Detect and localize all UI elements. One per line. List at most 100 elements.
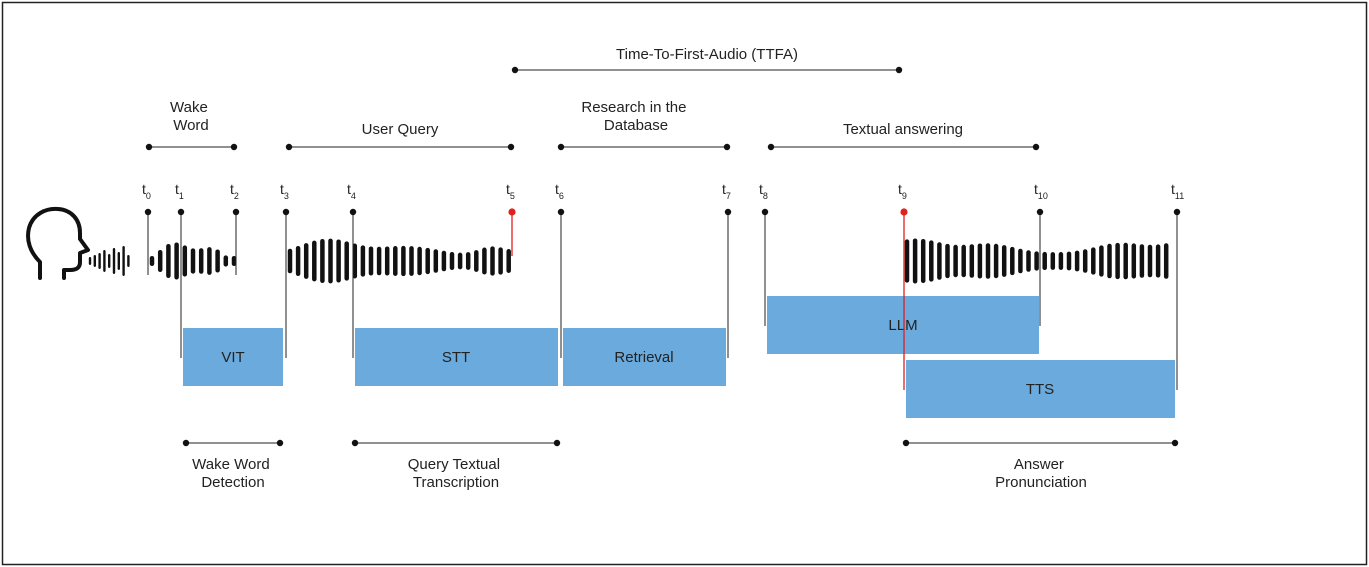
label-line: Wake Word — [192, 456, 270, 473]
tick-t1: t1 — [175, 181, 185, 358]
waveform-bar — [88, 257, 92, 265]
waveform-bar — [108, 254, 111, 268]
tick-subscript: 8 — [763, 191, 768, 201]
waveform-bar — [977, 243, 983, 279]
waveform-bar — [474, 250, 479, 272]
waveform-bar — [506, 249, 511, 273]
bottom-span-label: Query Textual Transcription — [408, 456, 504, 491]
tick-label: t3 — [280, 181, 289, 201]
tick-t10: t10 — [1034, 181, 1048, 326]
tick-subscript: 4 — [351, 191, 356, 201]
ttfa-span: Time-To-First-Audio (TTFA) — [511, 46, 903, 74]
waveform-bar — [1163, 243, 1169, 279]
tick-dot — [177, 208, 185, 216]
tick-t7: t7 — [722, 181, 732, 358]
waveform-bar — [433, 249, 439, 273]
tick-t9: t9 — [898, 181, 908, 390]
tick-dot — [232, 208, 240, 216]
span-end-dot — [1171, 439, 1179, 447]
waveform-bar — [1131, 243, 1137, 279]
tick-label: t11 — [1171, 181, 1184, 201]
waveform-bar — [1115, 242, 1120, 280]
waveform-bar — [368, 246, 374, 276]
waveform-bar — [174, 242, 179, 280]
block-llm: LLM — [767, 296, 1039, 354]
top-span-label: Wake Word — [170, 99, 212, 134]
span-start-dot — [285, 143, 293, 151]
block-tts: TTS — [906, 360, 1175, 418]
span-start-dot — [557, 143, 565, 151]
span-end-dot — [230, 143, 238, 151]
label-line: Pronunciation — [995, 474, 1087, 491]
tick-base: t — [898, 181, 902, 197]
tick-subscript: 6 — [559, 191, 564, 201]
tick-subscript: 2 — [234, 191, 239, 201]
tick-label: t6 — [555, 181, 564, 201]
tick-base: t — [555, 181, 559, 197]
block-stt-label: STT — [442, 349, 470, 366]
top-span-wake-word: Wake Word — [145, 99, 238, 151]
tick-base: t — [722, 181, 726, 197]
waveform-bar — [336, 239, 341, 283]
waveform-bar — [1139, 244, 1145, 278]
waveform-bar — [401, 245, 406, 277]
tick-dot — [900, 208, 908, 216]
waveform-bar — [929, 240, 934, 282]
waveform-bar — [1147, 244, 1153, 278]
tick-base: t — [506, 181, 510, 197]
waveform-bar — [182, 245, 188, 277]
waveform-bar — [993, 243, 999, 279]
waveform-bar — [1155, 244, 1161, 278]
waveform-bar — [953, 244, 958, 278]
waveform-bar — [937, 242, 942, 280]
tick-dot — [1173, 208, 1181, 216]
top-span-label: Textual answering — [843, 121, 963, 138]
waveform-bar — [360, 245, 366, 277]
tick-t6: t6 — [555, 181, 565, 358]
tick-subscript: 11 — [1175, 191, 1184, 201]
waveform-bar — [127, 255, 130, 267]
speaking-head-icon — [26, 206, 90, 280]
waveform-bar — [920, 238, 926, 284]
block-retrieval: Retrieval — [563, 328, 726, 386]
waveform-bar — [166, 243, 171, 279]
block-stt: STT — [355, 328, 558, 386]
block-retrieval-label: Retrieval — [614, 349, 673, 366]
tick-dot — [1036, 208, 1044, 216]
span-start-dot — [902, 439, 910, 447]
label-line: Research in the — [581, 99, 686, 116]
waveform-bar — [457, 252, 463, 270]
waveform-bar — [231, 256, 237, 266]
block-stt-rect — [355, 328, 558, 386]
top-span-textual-answering: Textual answering — [767, 121, 1040, 151]
waveform-bar — [1074, 250, 1080, 272]
block-vit-rect — [183, 328, 283, 386]
waveform-bar — [1099, 245, 1104, 277]
waveform-bar — [912, 238, 918, 284]
waveform-bar — [409, 246, 414, 276]
tick-t8: t8 — [759, 181, 769, 326]
label-line: Detection — [201, 474, 264, 491]
tick-base: t — [280, 181, 284, 197]
speech-sound-icon — [88, 246, 130, 276]
waveform-bar — [1107, 243, 1112, 279]
label-line: Word — [173, 117, 209, 134]
tick-base: t — [142, 181, 146, 197]
waveform-bar — [93, 255, 96, 267]
tick-base: t — [230, 181, 234, 197]
bottom-span-label: Answer Pronunciation — [995, 456, 1087, 491]
waveform-bar — [425, 247, 430, 275]
top-span-user-query: User Query — [285, 121, 515, 151]
top-span-label: Research in the Database — [581, 99, 690, 134]
tick-t3: t3 — [280, 181, 290, 358]
label-line: Answer — [1014, 456, 1064, 473]
waveform-bar — [449, 251, 455, 271]
tick-label: t10 — [1034, 181, 1048, 201]
tick-t5: t5 — [506, 181, 516, 256]
waveform-bar — [498, 247, 503, 275]
tick-subscript: 10 — [1038, 191, 1048, 201]
tick-dot — [557, 208, 565, 216]
waveform-bar — [376, 246, 382, 276]
